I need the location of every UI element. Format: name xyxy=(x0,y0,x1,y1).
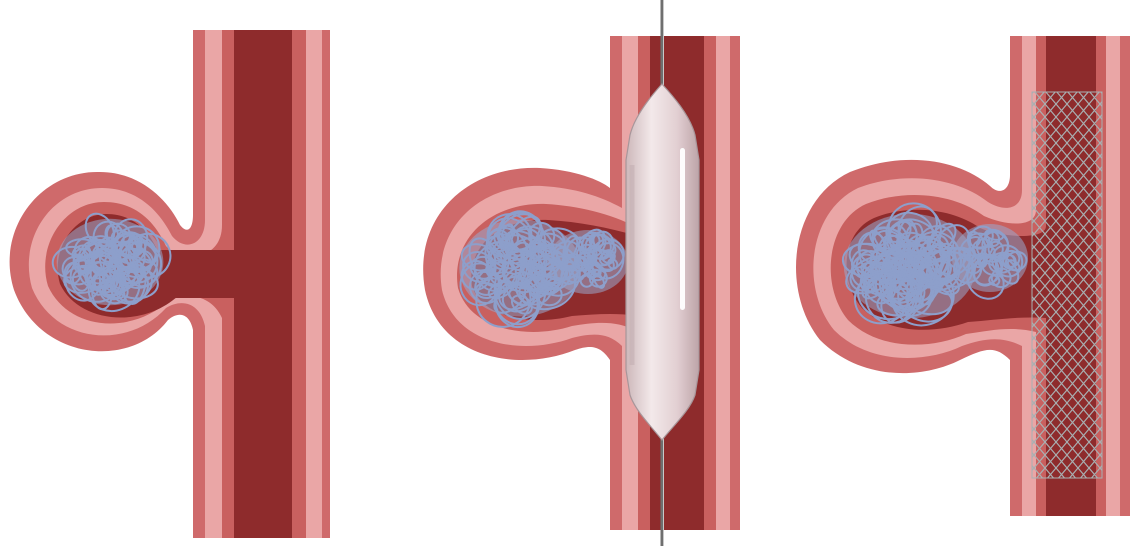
vessel-wall xyxy=(10,30,330,538)
panel-balloon-assisted-coiling xyxy=(423,0,740,546)
vessel-lumen-core xyxy=(234,30,292,538)
panel-coil-embolization xyxy=(10,30,330,538)
stent-mesh xyxy=(1032,92,1102,478)
stent xyxy=(1032,92,1102,478)
balloon-highlight xyxy=(680,148,685,310)
balloon xyxy=(626,84,699,440)
panel-stent-assisted-coiling xyxy=(796,36,1130,516)
